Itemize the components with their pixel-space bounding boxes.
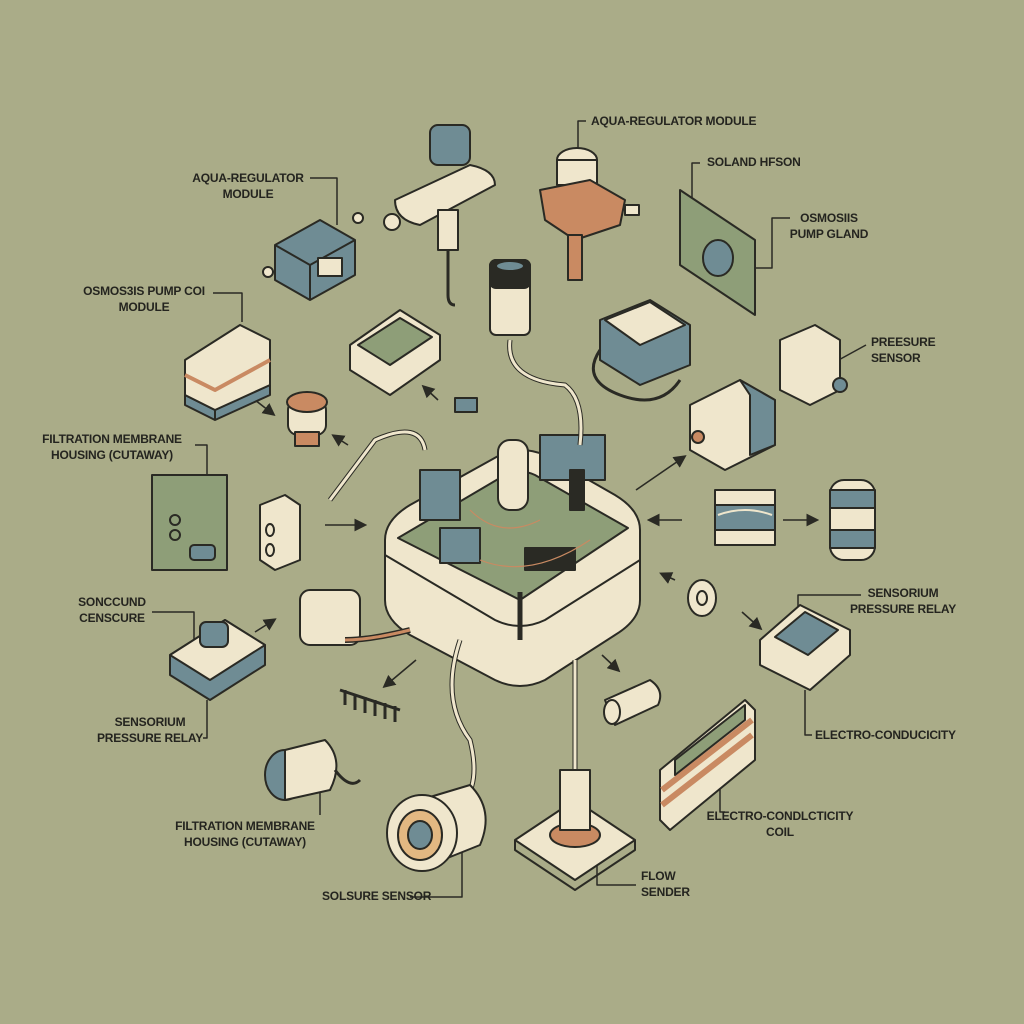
terminal-block — [259, 494, 301, 571]
conductivity-coil-card — [659, 699, 756, 831]
small-block — [454, 397, 478, 413]
pump-coil-module — [184, 324, 271, 421]
aqua-regulator-module-left — [262, 212, 364, 301]
label-aqua-regulator-module-top: AQUA-REGULATOR MODULE — [591, 114, 757, 128]
cylinder-connector — [489, 259, 531, 336]
cube-sensor — [689, 379, 776, 471]
pump-gland-pcb-plate — [679, 189, 756, 316]
washer — [687, 579, 717, 617]
flow-sender-base — [514, 769, 636, 891]
sensor-box-left — [169, 619, 266, 701]
coil-cylinder — [264, 739, 362, 801]
stacked-cylinder — [829, 479, 876, 561]
leader-lines — [152, 120, 867, 898]
central-control-hub — [384, 434, 641, 687]
label-solsure-sensor: SOLSURE SENSOR — [322, 889, 432, 903]
knob-component — [286, 391, 328, 447]
label-electro-conductivity: ELECTRO-CONDUCICITY — [815, 728, 956, 742]
white-t-valve — [383, 124, 496, 307]
switch-module — [591, 299, 691, 402]
terracotta-valve — [539, 147, 640, 281]
sensorium-pressure-relay-right — [759, 604, 851, 691]
pressure-sensor — [779, 324, 848, 406]
chip-component — [349, 309, 441, 396]
filtration-membrane-pcb — [151, 474, 228, 571]
arrows — [254, 384, 820, 689]
small-tube — [603, 679, 662, 726]
comb-connector — [339, 688, 401, 722]
solsure-sensor-lens — [386, 784, 487, 872]
label-soland-hfson: SOLAND HFSON — [707, 155, 801, 169]
cup-fitting — [299, 589, 411, 646]
membrane-cutaway-panel — [714, 489, 776, 546]
